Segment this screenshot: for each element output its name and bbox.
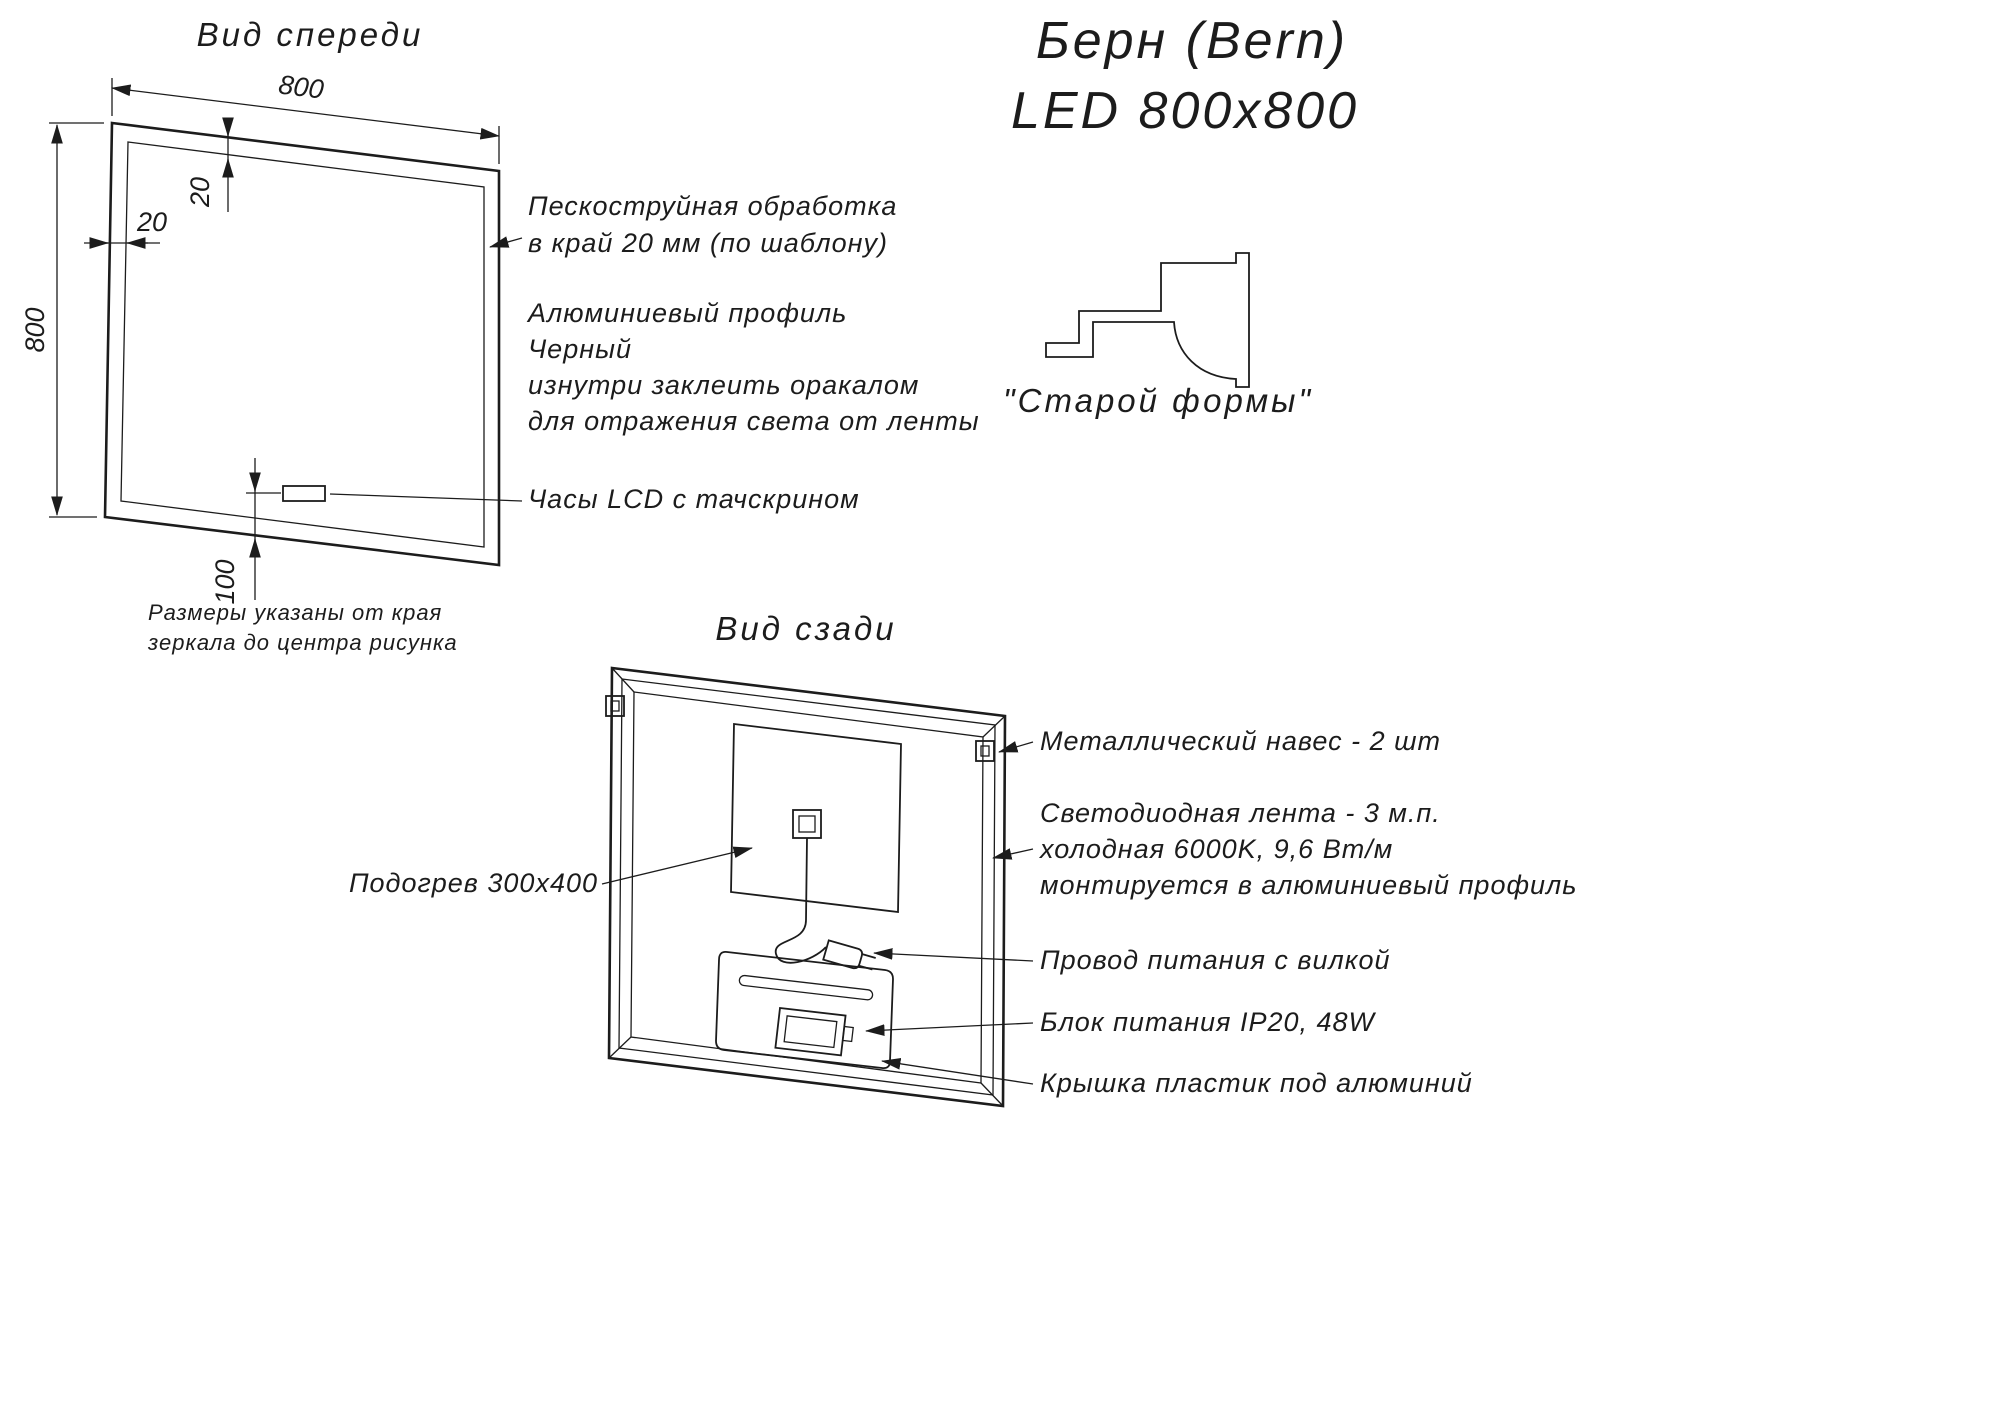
dim-100-value: 100 xyxy=(210,559,240,604)
note-psu: Блок питания IP20, 48W xyxy=(1040,1007,1377,1037)
led-leader xyxy=(992,848,1034,860)
sheet-title-line1: Берн (Bern) xyxy=(1036,12,1348,70)
dimension-20-top: 20 xyxy=(185,117,234,212)
dim-800-top-value: 800 xyxy=(277,69,325,104)
back-view-label: Вид сзади xyxy=(715,610,896,647)
power-cable xyxy=(775,837,876,971)
frame-miter-br xyxy=(980,1082,1004,1107)
profile-section: "Старой формы" xyxy=(1003,252,1313,419)
back-view: Вид сзади xyxy=(349,610,1577,1108)
note-profile-line1: Алюминиевый профиль xyxy=(526,298,847,328)
hanger-left xyxy=(605,695,625,717)
profile-section-label: "Старой формы" xyxy=(1003,382,1313,419)
aluminium-profile-shape xyxy=(1045,252,1250,388)
front-mirror-inner-line xyxy=(120,141,485,548)
cable-connector xyxy=(792,809,822,839)
dimension-20-left: 20 xyxy=(84,207,167,249)
note-profile-line4: для отражения света от ленты xyxy=(528,406,980,436)
note-sandblast-line1: Пескоструйная обработка xyxy=(528,191,897,221)
note-led-line1: Светодиодная лента - 3 м.п. xyxy=(1040,798,1441,828)
note-led-line2: холодная 6000K, 9,6 Вт/м xyxy=(1038,834,1393,864)
psu-vent-slot xyxy=(738,974,874,1001)
cable-leader xyxy=(873,948,1034,962)
dimension-800-left: 800 xyxy=(20,122,104,518)
front-mirror-outer xyxy=(103,121,501,567)
note-cable: Провод питания с вилкой xyxy=(1040,945,1391,975)
sandblast-leader xyxy=(489,236,523,248)
dimension-800-top: 800 xyxy=(111,69,500,164)
note-hanger: Металлический навес - 2 шт xyxy=(1040,726,1441,756)
note-led-line3: монтируется в алюминиевый профиль xyxy=(1040,870,1577,900)
sheet-title-line2: LED 800x800 xyxy=(1011,82,1359,140)
note-clock: Часы LCD с тачскрином xyxy=(528,484,860,514)
note-heater: Подогрев 300x400 xyxy=(349,868,598,898)
note-profile-line3: изнутри заклеить оракалом xyxy=(528,370,919,400)
lcd-clock xyxy=(282,485,326,502)
frame-miter-bl xyxy=(608,1036,632,1059)
note-profile-line2: Черный xyxy=(528,334,632,364)
note-dims-line2: зеркала до центра рисунка xyxy=(147,630,458,655)
frame-miter-tr xyxy=(982,715,1006,738)
psu-cover xyxy=(715,951,894,1070)
psu-leader xyxy=(865,1022,1034,1036)
front-view-label: Вид спереди xyxy=(197,16,424,53)
frame-miter-tl xyxy=(611,667,635,693)
dim-20-top-value: 20 xyxy=(185,177,215,208)
front-view: Вид спереди 800 800 20 xyxy=(20,16,980,655)
cover-leader xyxy=(881,1058,1034,1085)
dim-20-left-value: 20 xyxy=(136,207,167,237)
hanger-leader xyxy=(998,741,1034,753)
dim-800-left-value: 800 xyxy=(20,307,50,352)
note-sandblast-line2: в край 20 мм (по шаблону) xyxy=(528,228,888,258)
psu-block xyxy=(774,1007,854,1057)
note-cover: Крышка пластик под алюминий xyxy=(1040,1068,1473,1098)
dimension-100: 100 xyxy=(210,458,281,605)
heater-pad xyxy=(730,722,902,914)
hanger-right xyxy=(975,740,995,762)
note-dims-line1: Размеры указаны от края xyxy=(148,600,442,625)
heater-leader xyxy=(601,846,753,885)
clock-leader xyxy=(329,493,523,502)
